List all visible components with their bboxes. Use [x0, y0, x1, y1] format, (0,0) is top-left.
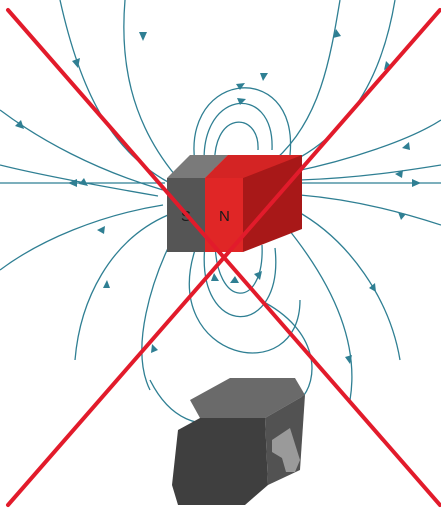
arrowhead: [72, 58, 80, 68]
field-line: [141, 227, 179, 391]
cross-line-2: [6, 8, 441, 507]
arrowhead: [254, 271, 262, 280]
hall-sensor: [172, 378, 305, 505]
arrowhead: [236, 83, 245, 90]
arrowhead: [333, 29, 341, 38]
field-line: [74, 214, 169, 361]
field-line: [123, 0, 176, 176]
arrowhead: [68, 179, 77, 187]
arrowhead: [237, 98, 246, 105]
bar-magnet: S N: [167, 155, 302, 252]
cross-out-mark: [6, 8, 441, 507]
field-line: [193, 87, 292, 179]
field-line: [188, 249, 301, 354]
field-line: [214, 239, 263, 294]
arrowhead: [211, 273, 219, 281]
arrowhead: [103, 280, 110, 288]
arrowhead: [398, 212, 406, 220]
field-line: [214, 121, 259, 171]
arrowhead: [139, 32, 147, 41]
sensor-top: [190, 378, 305, 418]
magnet-north-top-face: [205, 155, 302, 178]
field-line: [0, 204, 164, 271]
field-line: [203, 102, 273, 173]
arrowhead: [230, 276, 239, 283]
arrowhead: [79, 178, 88, 186]
arrowhead: [97, 226, 105, 234]
field-line: [294, 209, 401, 361]
arrowhead: [395, 170, 403, 178]
field-line: [299, 164, 441, 181]
arrowhead: [260, 73, 268, 81]
field-line: [291, 119, 441, 173]
sensor-front: [172, 418, 268, 505]
field-line: [0, 109, 164, 191]
field-line: [0, 164, 159, 197]
sensor-lead: [272, 428, 300, 472]
magnet-south-top: [167, 155, 228, 178]
field-line: [299, 194, 441, 226]
arrowhead: [369, 283, 376, 292]
magnet-north-front: [205, 178, 243, 252]
arrowhead: [402, 142, 410, 150]
field-line: [284, 224, 353, 401]
arrowhead: [345, 355, 352, 364]
arrowhead: [15, 120, 24, 129]
north-pole-label: N: [219, 208, 230, 225]
field-arrows: [15, 29, 421, 364]
arrowhead: [412, 179, 421, 187]
arrowhead: [151, 344, 158, 353]
field-line: [274, 0, 341, 161]
